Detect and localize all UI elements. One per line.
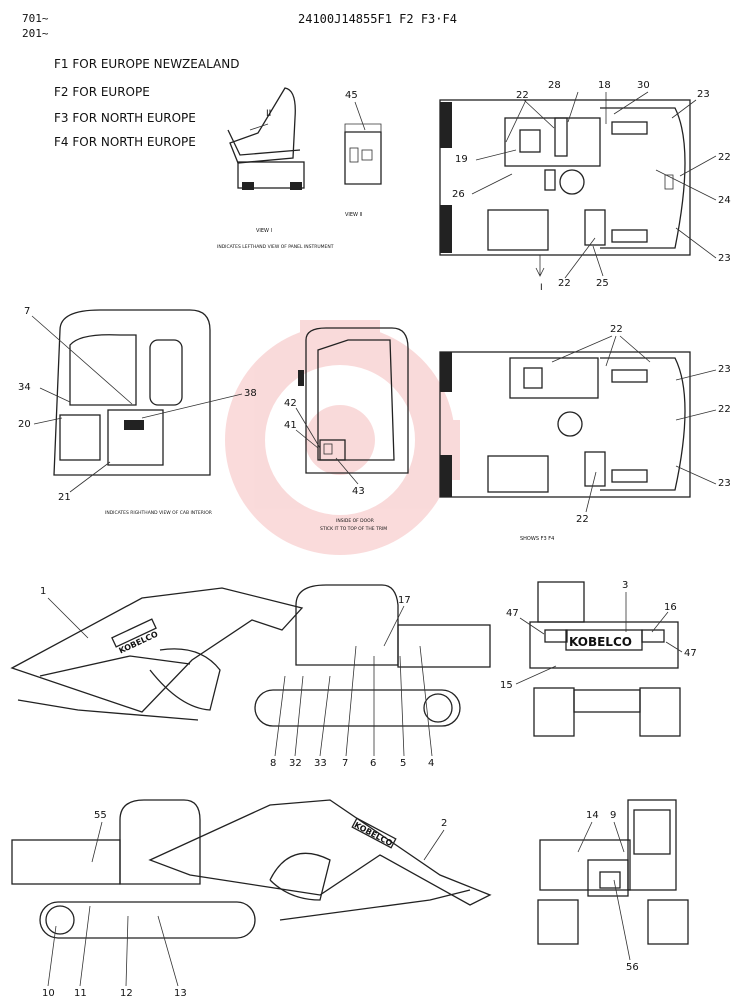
side-left-callout-1: 1	[40, 586, 46, 597]
watermark-gear-icon	[225, 320, 460, 555]
legend-f4: F4 FOR NORTH EUROPE	[54, 135, 196, 149]
plan-callout-22c: 22	[558, 278, 571, 289]
cab-callout-38: 38	[244, 388, 257, 399]
side-right-callout-11: 11	[74, 988, 87, 999]
mid-callout-23a: 23	[718, 364, 731, 375]
door-callout-43: 43	[352, 486, 365, 497]
door-note-1: INSIDE OF DOOR	[336, 518, 374, 524]
plan-arrow-marker: I	[540, 283, 543, 293]
view-i-caption: VIEW I	[256, 228, 272, 234]
panel-view-drawing	[344, 123, 382, 185]
rear-callout-47b: 47	[684, 648, 697, 659]
side-right-callout-55: 55	[94, 810, 107, 821]
view-marker-seat: II	[266, 109, 271, 119]
mid-callout-22a: 22	[610, 324, 623, 335]
rear-callout-47a: 47	[506, 608, 519, 619]
cab-note: INDICATES RIGHTHAND VIEW OF CAB INTERIOR	[105, 510, 212, 516]
side-right-callout-10: 10	[42, 988, 55, 999]
part-number: 24100J14855F1 F2 F3·F4	[298, 12, 457, 26]
legend-f2: F2 FOR EUROPE	[54, 85, 150, 99]
serial-b: 201~	[22, 27, 49, 40]
serial-a: 701~	[22, 12, 49, 25]
rear-callout-15: 15	[500, 680, 513, 691]
plan-callout-26: 26	[452, 189, 465, 200]
plan-callout-30: 30	[637, 80, 650, 91]
callout-45: 45	[345, 90, 358, 101]
plan-callout-22b: 22	[718, 152, 731, 163]
front-callout-56: 56	[626, 962, 639, 973]
plan-callout-23a: 23	[697, 89, 710, 100]
side-left-callout-5: 5	[400, 758, 406, 769]
plan-callout-23b: 23	[718, 253, 731, 264]
rear-callout-16: 16	[664, 602, 677, 613]
cab-callout-34: 34	[18, 382, 31, 393]
legend-f3: F3 FOR NORTH EUROPE	[54, 111, 196, 125]
mid-callout-22b: 22	[718, 404, 731, 415]
plan-callout-18: 18	[598, 80, 611, 91]
side-view-left	[10, 584, 491, 727]
side-left-callout-7: 7	[342, 758, 348, 769]
brand-boom-left: KOBELCO	[118, 629, 160, 655]
mid-plan-view	[439, 351, 691, 498]
door-drawing	[298, 327, 409, 474]
cab-callout-7: 7	[24, 306, 30, 317]
rear-callout-3: 3	[622, 580, 628, 591]
top-plan-view	[439, 99, 691, 277]
plan-callout-28: 28	[548, 80, 561, 91]
mid-callout-22c: 22	[576, 514, 589, 525]
front-callout-9: 9	[610, 810, 616, 821]
side-left-callout-4: 4	[428, 758, 434, 769]
door-callout-42: 42	[284, 398, 297, 409]
side-left-callout-17: 17	[398, 595, 411, 606]
side-right-callout-13: 13	[174, 988, 187, 999]
side-left-callout-8: 8	[270, 758, 276, 769]
rear-view	[529, 581, 681, 737]
legend-f1: F1 FOR EUROPE NEWZEALAND	[54, 57, 239, 71]
cab-callout-21: 21	[58, 492, 71, 503]
side-left-callout-6: 6	[370, 758, 376, 769]
view-i-note: INDICATES LEFTHAND VIEW OF PANEL INSTRUM…	[217, 244, 334, 250]
side-right-callout-12: 12	[120, 988, 133, 999]
cab-callout-20: 20	[18, 419, 31, 430]
plan-callout-25: 25	[596, 278, 609, 289]
cab-interior-drawing	[53, 309, 211, 476]
door-note-2: STICK IT TO TOP OF THE TRIM	[320, 526, 387, 532]
seat-view-drawing	[227, 87, 305, 190]
door-callout-41: 41	[284, 420, 297, 431]
brand-rear: KOBELCO	[569, 635, 632, 649]
mid-callout-23b: 23	[718, 478, 731, 489]
side-right-callout-2: 2	[441, 818, 447, 829]
side-left-callout-32: 32	[289, 758, 302, 769]
plan-callout-19: 19	[455, 154, 468, 165]
plan-callout-22a: 22	[516, 90, 529, 101]
front-view	[537, 799, 689, 945]
front-callout-14: 14	[586, 810, 599, 821]
plan-callout-24: 24	[718, 195, 731, 206]
side-view-right	[11, 799, 492, 939]
side-left-callout-33: 33	[314, 758, 327, 769]
view-ii-caption: VIEW II	[345, 212, 363, 218]
shows-f3-f4: SHOWS F3 F4	[520, 536, 554, 542]
